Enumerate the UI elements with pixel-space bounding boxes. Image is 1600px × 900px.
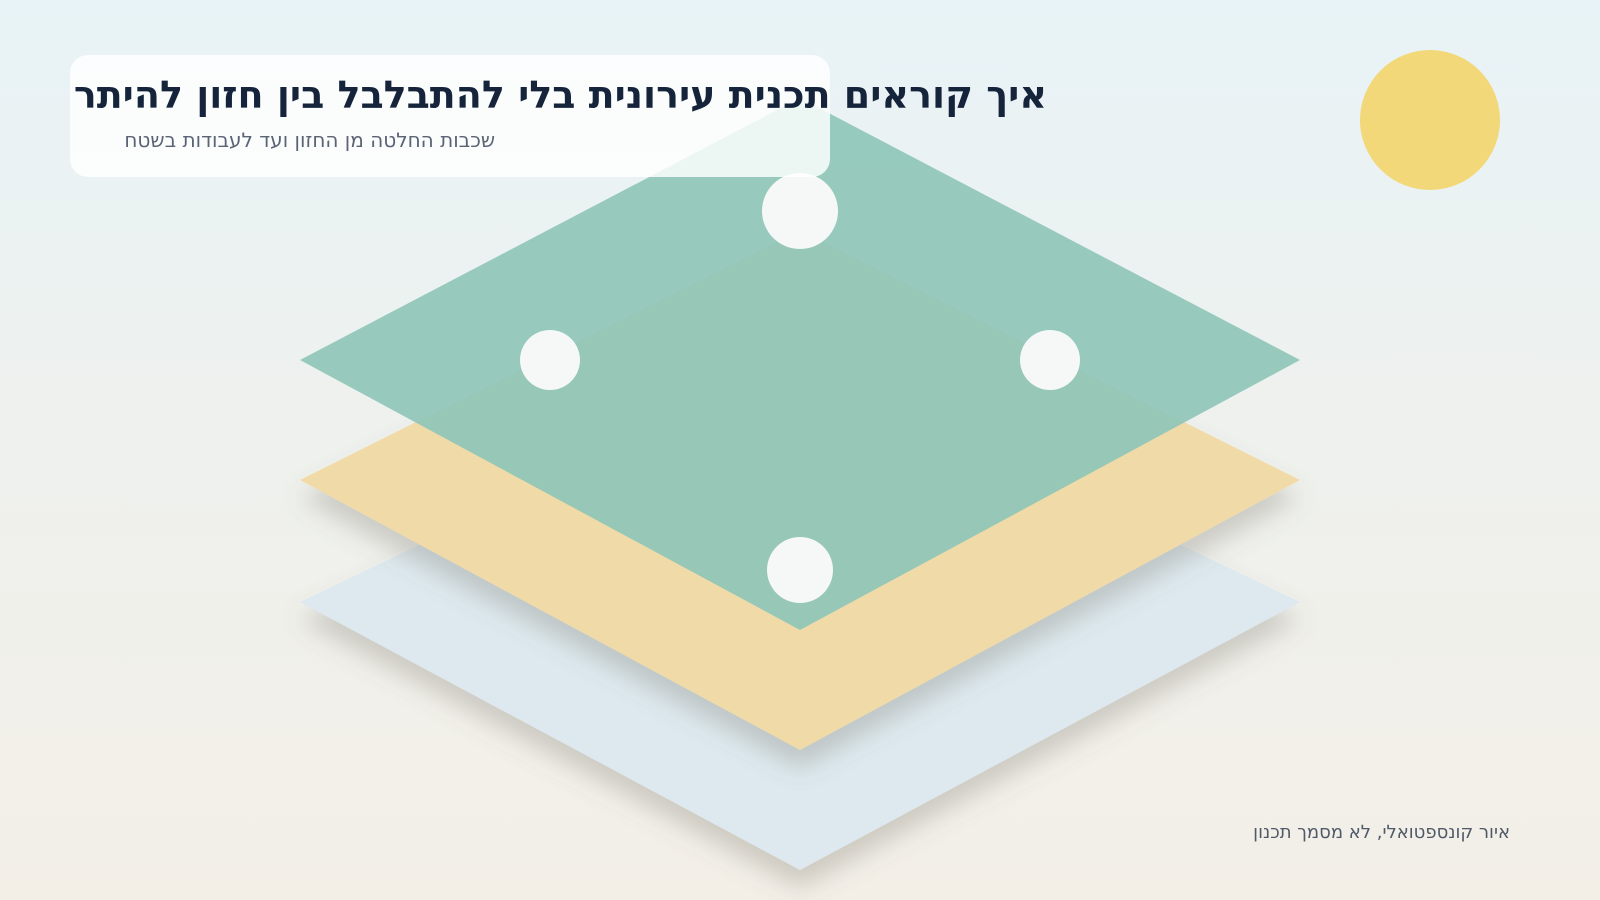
top-layer xyxy=(300,98,1300,630)
right-node xyxy=(1020,330,1080,390)
left-node xyxy=(520,330,580,390)
page-subtitle: שכבות החלטה מן החזון ועד לעבודות בשטח xyxy=(124,128,495,152)
sun-circle xyxy=(1360,50,1500,190)
title-card: איך קוראים תכנית עירונית בלי להתבלבל בין… xyxy=(70,55,1047,177)
footnote: איור קונספטואלי, לא מסמך תכנון xyxy=(1253,822,1510,843)
page-title: איך קוראים תכנית עירונית בלי להתבלבל בין… xyxy=(73,73,1047,117)
top-node xyxy=(762,173,838,249)
bottom-node xyxy=(767,537,833,603)
